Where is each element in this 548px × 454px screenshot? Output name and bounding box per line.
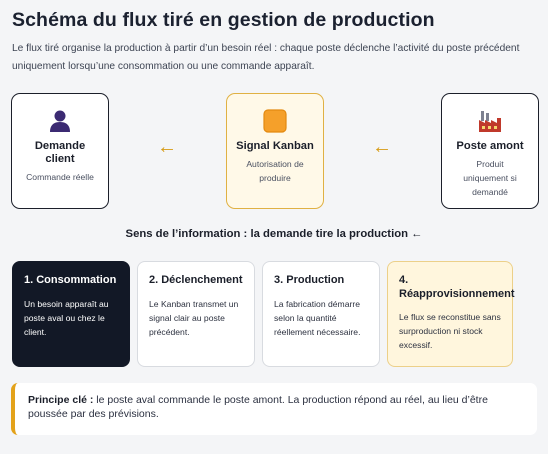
principle-label: Principe clé : — [28, 394, 94, 406]
step-card-reapprovisionnement: 4. Réapprovisionnement Le flux se recons… — [387, 261, 515, 367]
node-subtitle: Autorisation de produire — [246, 159, 304, 183]
principle-text: le poste aval commande le poste amont. L… — [28, 394, 488, 420]
step-title: 4. Réapprovisionnement — [399, 274, 515, 300]
arrow-left-1: ← — [157, 136, 177, 158]
node-title: Demande client — [34, 140, 86, 165]
intro-text: Le flux tiré organise la production à pa… — [12, 43, 520, 72]
node-title: Signal Kanban — [236, 140, 314, 152]
flow-direction-label: Sens de l’information : la demande tire … — [125, 228, 423, 240]
step-card-consommation: 1. Consommation Un besoin apparaît au po… — [12, 261, 130, 367]
step-desc: La fabrication démarre selon la quantité… — [274, 298, 361, 337]
kanban-card-icon — [263, 109, 287, 133]
step-title: 3. Production — [274, 274, 345, 286]
step-desc: Un besoin apparaît au poste aval ou chez… — [24, 298, 109, 337]
step-card-declenchement: 2. Déclenchement Le Kanban transmet un s… — [137, 261, 255, 367]
step-card-production: 3. Production La fabrication démarre sel… — [262, 261, 380, 367]
node-demande-client: Demande client Commande réelle — [11, 93, 109, 209]
node-subtitle: Commande réelle — [26, 172, 94, 182]
customer-icon — [50, 110, 70, 132]
node-signal-kanban: Signal Kanban Autorisation de produire — [226, 93, 324, 209]
step-title: 2. Déclenchement — [149, 274, 243, 286]
step-desc: Le Kanban transmet un signal clair au po… — [149, 298, 239, 337]
step-desc: Le flux se reconstitue sans surproductio… — [399, 312, 501, 350]
arrow-left-2: ← — [372, 136, 392, 158]
node-subtitle: Produit uniquement si demandé — [463, 159, 517, 197]
factory-icon — [479, 111, 501, 132]
node-poste-amont: Poste amont Produit uniquement si demand… — [441, 93, 539, 209]
page-title: Schéma du flux tiré en gestion de produc… — [12, 9, 435, 31]
node-title: Poste amont — [456, 140, 524, 152]
step-title: 1. Consommation — [24, 274, 117, 286]
key-principle-callout: Principe clé : le poste aval commande le… — [11, 383, 537, 435]
